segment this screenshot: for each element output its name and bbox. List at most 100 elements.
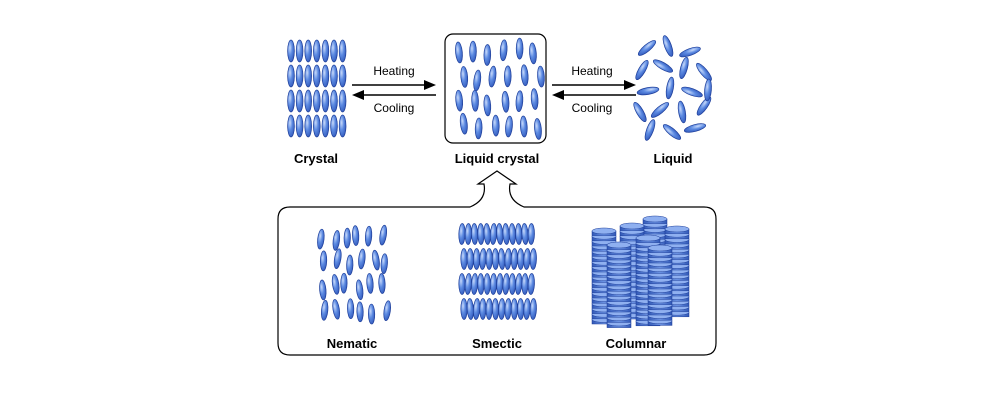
- molecule: [489, 273, 498, 295]
- molecule: [662, 35, 674, 57]
- molecule: [338, 89, 347, 113]
- molecule: [338, 39, 347, 63]
- molecule: [485, 298, 493, 320]
- molecule: [483, 44, 492, 66]
- molecule: [464, 273, 472, 295]
- molecule: [502, 223, 510, 245]
- molecule: [332, 299, 341, 320]
- molecule: [515, 223, 523, 245]
- molecule: [520, 64, 529, 87]
- molecule: [472, 298, 481, 320]
- molecule: [460, 298, 468, 320]
- molecule: [529, 298, 537, 320]
- molecule: [479, 248, 487, 270]
- molecule: [644, 119, 656, 141]
- molecule: [347, 298, 355, 320]
- molecule: [355, 279, 364, 301]
- molecule: [504, 65, 512, 88]
- molecule: [498, 298, 506, 320]
- molecule: [367, 303, 376, 325]
- molecule: [534, 118, 542, 140]
- molecule: [313, 89, 321, 113]
- molecule: [378, 273, 386, 294]
- molecule: [473, 248, 481, 270]
- molecule: [679, 46, 701, 58]
- molecule: [489, 223, 498, 245]
- molecule: [338, 114, 347, 138]
- transition-arrows-right: Heating Cooling: [552, 64, 636, 115]
- nematic-label: Nematic: [327, 336, 378, 351]
- molecule: [683, 123, 707, 133]
- molecule: [364, 225, 373, 247]
- molecule: [523, 248, 531, 270]
- molecule: [332, 230, 341, 251]
- molecule: [460, 66, 469, 88]
- molecule: [508, 273, 516, 295]
- molecule: [517, 298, 525, 320]
- molecule: [304, 89, 312, 113]
- molecule: [287, 89, 295, 113]
- molecule: [665, 76, 675, 100]
- molecule: [515, 90, 524, 113]
- molecule: [321, 89, 330, 113]
- subtype-callout-bubble: [277, 170, 717, 356]
- liquid-phase: [633, 35, 712, 141]
- molecule: [319, 279, 327, 301]
- molecule: [469, 40, 477, 63]
- molecule: [704, 78, 712, 102]
- molecule: [529, 42, 537, 65]
- molecule: [331, 274, 340, 295]
- molecule: [313, 114, 321, 138]
- molecule: [455, 41, 463, 64]
- molecule: [338, 64, 347, 88]
- molecule: [295, 114, 304, 138]
- molecule: [455, 89, 464, 112]
- molecule: [510, 298, 518, 320]
- molecule: [527, 223, 535, 245]
- cooling-label-left: Cooling: [374, 101, 415, 115]
- molecule: [479, 298, 487, 320]
- molecule: [517, 248, 525, 270]
- crystal-phase: [287, 39, 347, 138]
- molecule: [383, 300, 391, 321]
- molecule: [483, 223, 491, 245]
- molecule: [330, 64, 338, 88]
- molecule: [530, 88, 539, 110]
- molecule: [515, 273, 523, 295]
- disc-top: [642, 215, 668, 223]
- disc-column: [606, 241, 632, 328]
- molecule: [379, 224, 388, 246]
- disc-top: [635, 234, 661, 242]
- molecule: [502, 273, 510, 295]
- molecule: [635, 59, 649, 81]
- molecule: [460, 248, 468, 270]
- molecule: [477, 223, 485, 245]
- molecule: [346, 254, 354, 276]
- molecule: [505, 115, 513, 138]
- molecule: [295, 89, 304, 113]
- molecule: [501, 90, 510, 113]
- molecule: [537, 65, 545, 88]
- molecule: [491, 248, 500, 270]
- heating-label-right: Heating: [571, 64, 612, 78]
- molecule: [317, 228, 325, 250]
- liquid-label: Liquid: [654, 151, 693, 166]
- molecule: [471, 223, 479, 245]
- molecule: [321, 64, 330, 88]
- smectic-phase: [458, 223, 537, 320]
- molecule: [474, 117, 483, 140]
- molecule: [633, 101, 647, 123]
- heating-label-left: Heating: [373, 64, 414, 78]
- molecule: [510, 248, 518, 270]
- molecule: [508, 223, 516, 245]
- transition-arrows-left: Heating Cooling: [352, 64, 436, 115]
- molecule: [637, 40, 657, 56]
- columnar-phase: [591, 215, 690, 328]
- molecule: [485, 248, 493, 270]
- molecule: [662, 124, 682, 140]
- molecule: [321, 39, 330, 63]
- disc-column: [647, 244, 673, 326]
- columnar-label: Columnar: [606, 336, 667, 351]
- molecule: [471, 89, 479, 112]
